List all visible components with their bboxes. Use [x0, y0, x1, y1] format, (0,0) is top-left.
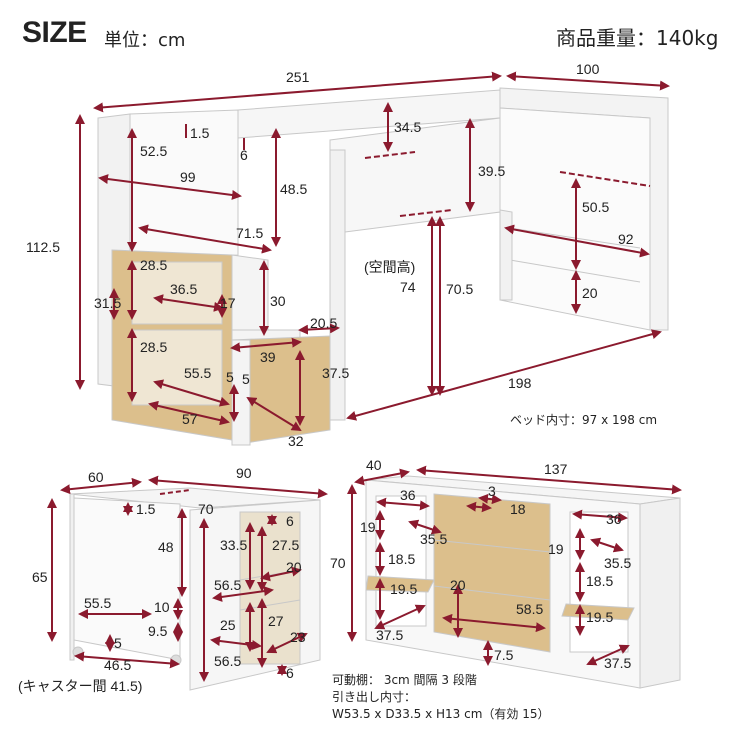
dim-35-5-b: 35.5	[604, 555, 631, 571]
dim-52-5: 52.5	[140, 143, 167, 159]
dim-chest-70: 70	[330, 555, 346, 571]
dim-100: 100	[576, 61, 600, 77]
dim-18-5-a: 18.5	[388, 551, 415, 567]
dim-18: 18	[510, 501, 526, 517]
dim-70-5: 70.5	[446, 281, 473, 297]
dim-32: 32	[288, 433, 304, 449]
dim-10: 10	[154, 599, 170, 615]
dim-46-5: 46.5	[104, 657, 131, 673]
dim-55-5: 55.5	[184, 365, 211, 381]
dim-23: 23	[290, 629, 306, 645]
dim-56-5-b: 56.5	[214, 653, 241, 669]
dim-37-5-a: 37.5	[376, 627, 403, 643]
dim-19-b: 19	[548, 541, 564, 557]
dim-198: 198	[508, 375, 532, 391]
dim-57: 57	[182, 411, 198, 427]
dim-36-a: 36	[400, 487, 416, 503]
dim-desk-70: 70	[198, 501, 214, 517]
dim-17: 17	[220, 295, 236, 311]
dim-28-5-a: 28.5	[140, 257, 167, 273]
dim-92: 92	[618, 231, 634, 247]
dim-desk-6-a: 6	[286, 513, 294, 529]
dim-7-5: 7.5	[494, 647, 514, 663]
dim-chest-20: 20	[450, 577, 466, 593]
chest-dimension-lines	[347, 465, 682, 666]
dim-39: 39	[260, 349, 276, 365]
dim-36-5: 36.5	[170, 281, 197, 297]
bed-dimension-labels: 251 100 112.5 1.5 34.5 52.5 6 99 48.5 39…	[26, 61, 634, 449]
dim-30: 30	[270, 293, 286, 309]
space-height-label: (空間高)	[364, 259, 415, 275]
dim-27-5: 27.5	[272, 537, 299, 553]
dim-20: 20	[582, 285, 598, 301]
dim-19-a: 19	[360, 519, 376, 535]
dim-33-5: 33.5	[220, 537, 247, 553]
dim-desk-20: 20	[286, 559, 302, 575]
dim-58-5: 58.5	[516, 601, 543, 617]
dim-desk-5: 5	[114, 635, 122, 651]
dim-5-b: 5	[242, 371, 250, 387]
dim-137: 137	[544, 461, 568, 477]
dim-18-5-b: 18.5	[586, 573, 613, 589]
dim-35-5-a: 35.5	[420, 531, 447, 547]
dim-3: 3	[488, 483, 496, 499]
dim-6: 6	[240, 147, 248, 163]
bed-dimension-lines	[75, 71, 670, 432]
bed-inner-size: ベッド内寸：97 x 198 cm	[510, 413, 658, 427]
dim-31-5: 31.5	[94, 295, 121, 311]
note-drawer-size: W53.5 x D33.5 x H13 cm（有効 15）	[332, 707, 550, 721]
dim-27: 27	[268, 613, 284, 629]
dim-36-b: 36	[606, 511, 622, 527]
dim-99: 99	[180, 169, 196, 185]
unit-label: 単位：cm	[104, 30, 186, 51]
dim-9-5: 9.5	[148, 623, 168, 639]
dim-desk-6-b: 6	[286, 665, 294, 681]
dim-71-5: 71.5	[236, 225, 263, 241]
dim-20-5: 20.5	[310, 315, 337, 331]
dim-25: 25	[220, 617, 236, 633]
chest-illustration	[365, 475, 681, 689]
dim-60: 60	[88, 469, 104, 485]
dim-56-5-a: 56.5	[214, 577, 241, 593]
caster-note: (キャスター間 41.5)	[18, 678, 143, 694]
dim-37-5: 37.5	[322, 365, 349, 381]
chest-dimension-labels: 40 137 3 36 18 36 19 70 35.5 18.5 19 35.…	[330, 457, 631, 671]
dim-34-5: 34.5	[394, 119, 421, 135]
dim-28-5-b: 28.5	[140, 339, 167, 355]
dim-74: 74	[400, 279, 416, 295]
dim-5-a: 5	[226, 369, 234, 385]
dim-251: 251	[286, 69, 310, 85]
dim-1-5: 1.5	[190, 125, 210, 141]
dim-19-5-a: 19.5	[390, 581, 417, 597]
dim-90: 90	[236, 465, 252, 481]
weight-label: 商品重量：140kg	[556, 26, 719, 50]
dim-65: 65	[32, 569, 48, 585]
dim-39-5: 39.5	[478, 163, 505, 179]
page-title: SIZE	[22, 16, 87, 49]
dim-40: 40	[366, 457, 382, 473]
dim-112-5: 112.5	[26, 239, 60, 255]
dim-48-5: 48.5	[280, 181, 307, 197]
dim-48: 48	[158, 539, 174, 555]
dim-desk-1-5: 1.5	[136, 501, 156, 517]
dim-50-5: 50.5	[582, 199, 609, 215]
dim-37-5-b: 37.5	[604, 655, 631, 671]
desk-dimension-labels: 60 90 1.5 70 65 48 6 33.5 27.5 56.5 20 5…	[32, 465, 306, 681]
dim-desk-55-5: 55.5	[84, 595, 111, 611]
note-drawer-title: 引き出し内寸：	[332, 690, 417, 704]
desk-dimension-lines	[47, 475, 328, 682]
dim-19-5-b: 19.5	[586, 609, 613, 625]
note-shelf: 可動棚： 3cm 間隔 3 段階	[332, 673, 477, 687]
